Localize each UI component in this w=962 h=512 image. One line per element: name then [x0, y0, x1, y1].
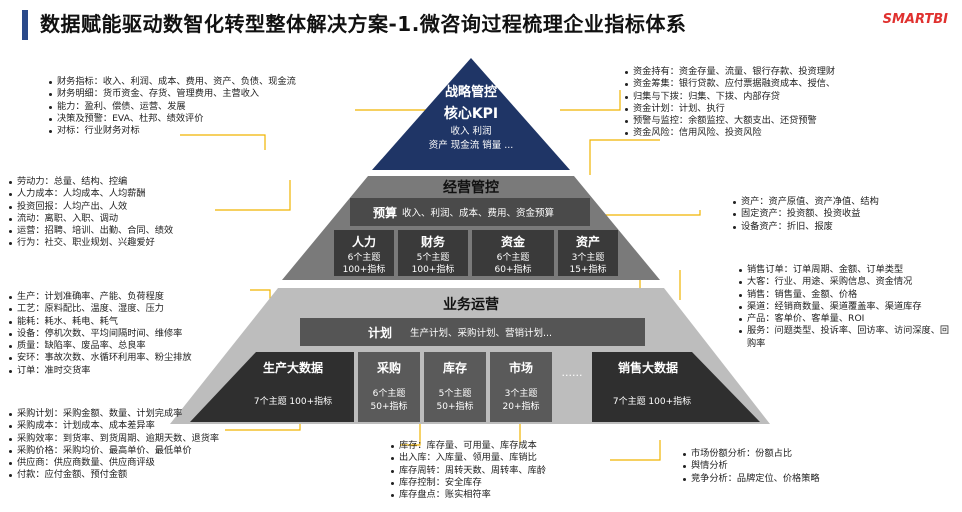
list-item: 采购价格：采购均价、最高单价、最低单价 [8, 445, 230, 457]
hr-notes: 劳动力：总量、结构、控编 人力成本：人均成本、人均薪酬 投资回报：人均产出、人效… [8, 176, 173, 250]
capital-notes: 资金持有：资金存量、流量、银行存款、投资理财 资金筹集：银行贷款、应付票据融资成… [624, 66, 835, 140]
list-item: 库存：库存量、可用量、库存成本 [390, 440, 546, 452]
list-item: 流动：离职、入职、调动 [8, 213, 173, 225]
list-item: 劳动力：总量、结构、控编 [8, 176, 173, 188]
smartbi-logo: SMARTBI [882, 12, 948, 27]
list-item: 库存控制：安全库存 [390, 477, 546, 489]
list-item: 运营：招聘、培训、出勤、合同、绩效 [8, 225, 173, 237]
list-item: 财务明细：货币资金、存货、管理费用、主营收入 [48, 88, 296, 100]
bottom-boxes [190, 352, 760, 422]
budget-bar [350, 198, 590, 226]
list-item: 预警与监控：余额监控、大额支出、还贷预警 [624, 115, 835, 127]
list-item: 采购效率：到货率、到货周期、逾期天数、退货率 [8, 433, 230, 445]
list-item: 固定资产：投资额、投资收益 [732, 208, 879, 220]
list-item: 归集与下拨：归集、下拨、内部存贷 [624, 91, 835, 103]
asset-notes: 资产：资产原值、资产净值、结构 固定资产：投资额、投资收益 设备资产：折旧、报废 [732, 196, 879, 233]
list-item: 舆情分析 [682, 460, 820, 472]
list-item: 出入库：入库量、领用量、库销比 [390, 452, 546, 464]
list-item: 质量：缺陷率、废品率、总良率 [8, 340, 192, 352]
list-item: 财务指标：收入、利润、成本、费用、资产、负债、现金流 [48, 76, 296, 88]
list-item: 能力：盈利、偿债、运营、发展 [48, 101, 296, 113]
list-item: 采购成本：计划成本、成本差异率 [8, 420, 230, 432]
list-item: 安环：事故次数、水循环利用率、粉尘排放 [8, 352, 192, 364]
list-item: 销售订单：订单周期、金额、订单类型 [738, 264, 956, 276]
list-item: 人力成本：人均成本、人均薪酬 [8, 188, 173, 200]
list-item: 工艺：原料配比、温度、湿度、压力 [8, 303, 192, 315]
list-item: 大客：行业、用途、采购信息、资金情况 [738, 276, 956, 288]
title-accent-bar [22, 10, 28, 40]
inventory-notes: 库存：库存量、可用量、库存成本 出入库：入库量、领用量、库销比 库存周转：周转天… [390, 440, 546, 501]
production-box [190, 352, 354, 422]
list-item: 资产：资产原值、资产净值、结构 [732, 196, 879, 208]
list-item: 渠道：经销商数量、渠道覆盖率、渠道库存 [738, 301, 956, 313]
strategy-tier [372, 58, 570, 170]
list-item: 库存周转：周转天数、周转率、库龄 [390, 465, 546, 477]
inventory-box [424, 352, 486, 422]
list-item: 产品：客单价、客单量、ROI [738, 313, 956, 325]
page-title: 数据赋能驱动数智化转型整体解决方案-1.微咨询过程梳理企业指标体系 [40, 12, 687, 36]
list-item: 付款：应付金额、预付金额 [8, 469, 230, 481]
market-notes: 市场份额分析：份额占比 舆情分析 竞争分析：品牌定位、价格策略 [682, 448, 820, 485]
asset-box [558, 230, 618, 276]
list-item: 订单：准时交货率 [8, 365, 192, 377]
hr-box [334, 230, 394, 276]
list-item: 供应商：供应商数量、供应商评级 [8, 457, 230, 469]
market-box [490, 352, 552, 422]
list-item: 销售：销售量、金额、价格 [738, 289, 956, 301]
strategy-notes: 财务指标：收入、利润、成本、费用、资产、负债、现金流 财务明细：货币资金、存货、… [48, 76, 296, 137]
plan-bar [300, 318, 645, 346]
list-item: 决策及预警：EVA、杜邦、绩效评价 [48, 113, 296, 125]
purchase-notes: 采购计划：采购金额、数量、计划完成率 采购成本：计划成本、成本差异率 采购效率：… [8, 408, 230, 482]
list-item: 设备：停机次数、平均间隔时间、维修率 [8, 328, 192, 340]
production-notes: 生产：计划准确率、产能、负荷程度 工艺：原料配比、温度、湿度、压力 能耗：耗水、… [8, 291, 192, 377]
list-item: 能耗：耗水、耗电、耗气 [8, 316, 192, 328]
sales-box [592, 352, 760, 422]
list-item: 资金筹集：银行贷款、应付票据融资成本、授信、 [624, 78, 835, 90]
capital-box [472, 230, 554, 276]
list-item: 库存盘点：账实相符率 [390, 489, 546, 501]
list-item: 竞争分析：品牌定位、价格策略 [682, 473, 820, 485]
list-item: 设备资产：折旧、报废 [732, 221, 879, 233]
list-item: 对标：行业财务对标 [48, 125, 296, 137]
list-item: 资金风险：信用风险、投资风险 [624, 127, 835, 139]
list-item: 资金持有：资金存量、流量、银行存款、投资理财 [624, 66, 835, 78]
list-item: 市场份额分析：份额占比 [682, 448, 820, 460]
list-item: 投资回报：人均产出、人效 [8, 201, 173, 213]
mid-boxes [334, 230, 618, 276]
list-item: 服务：问题类型、投诉率、回访率、访问深度、回购率 [738, 325, 956, 350]
list-item: 行为：社交、职业规划、兴趣爱好 [8, 237, 173, 249]
list-item: 资金计划：计划、执行 [624, 103, 835, 115]
sales-notes: 销售订单：订单周期、金额、订单类型 大客：行业、用途、采购信息、资金情况 销售：… [738, 264, 956, 350]
list-item: 采购计划：采购金额、数量、计划完成率 [8, 408, 230, 420]
purchase-box [358, 352, 420, 422]
list-item: 生产：计划准确率、产能、负荷程度 [8, 291, 192, 303]
finance-box [398, 230, 468, 276]
